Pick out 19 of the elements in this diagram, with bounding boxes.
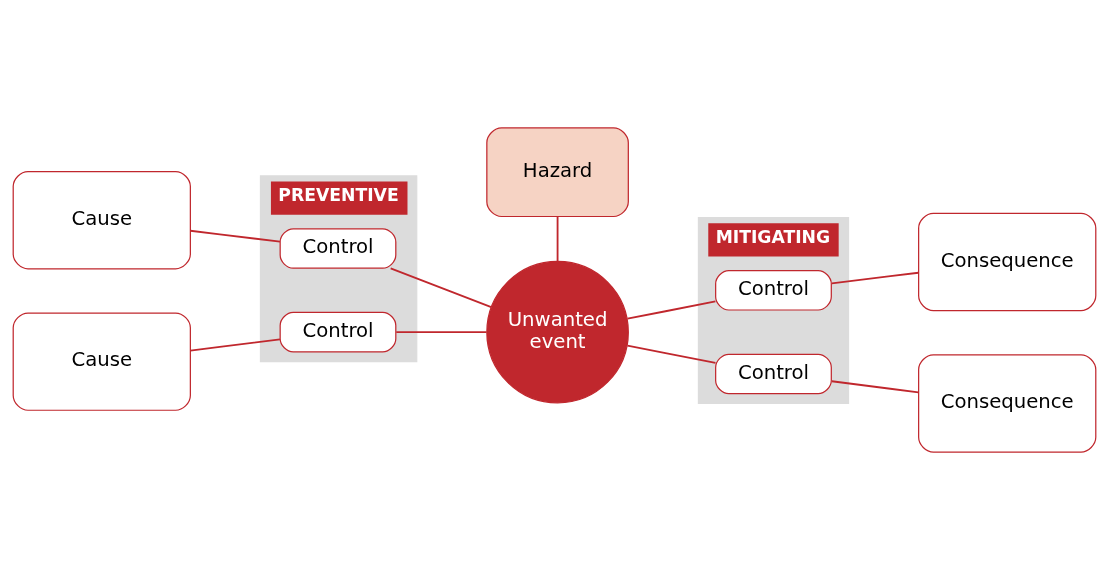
node-box: Hazard xyxy=(486,126,629,217)
connector xyxy=(189,229,281,243)
node-box: Consequence xyxy=(918,353,1097,453)
node-box: Cause xyxy=(12,170,191,269)
node-box: Control xyxy=(279,227,397,269)
connector xyxy=(626,344,717,364)
node-box: Control xyxy=(715,269,832,311)
node-box: Cause xyxy=(12,311,191,411)
connector xyxy=(389,266,493,308)
connector xyxy=(189,337,281,352)
node-box: Control xyxy=(715,353,832,394)
connector xyxy=(556,215,559,262)
node-box: Consequence xyxy=(918,212,1097,311)
connector xyxy=(830,271,920,284)
node-box: Control xyxy=(279,311,397,352)
connector xyxy=(626,300,717,320)
node-circle: Unwanted event xyxy=(486,260,629,403)
connector xyxy=(830,379,920,393)
connector xyxy=(395,330,488,333)
